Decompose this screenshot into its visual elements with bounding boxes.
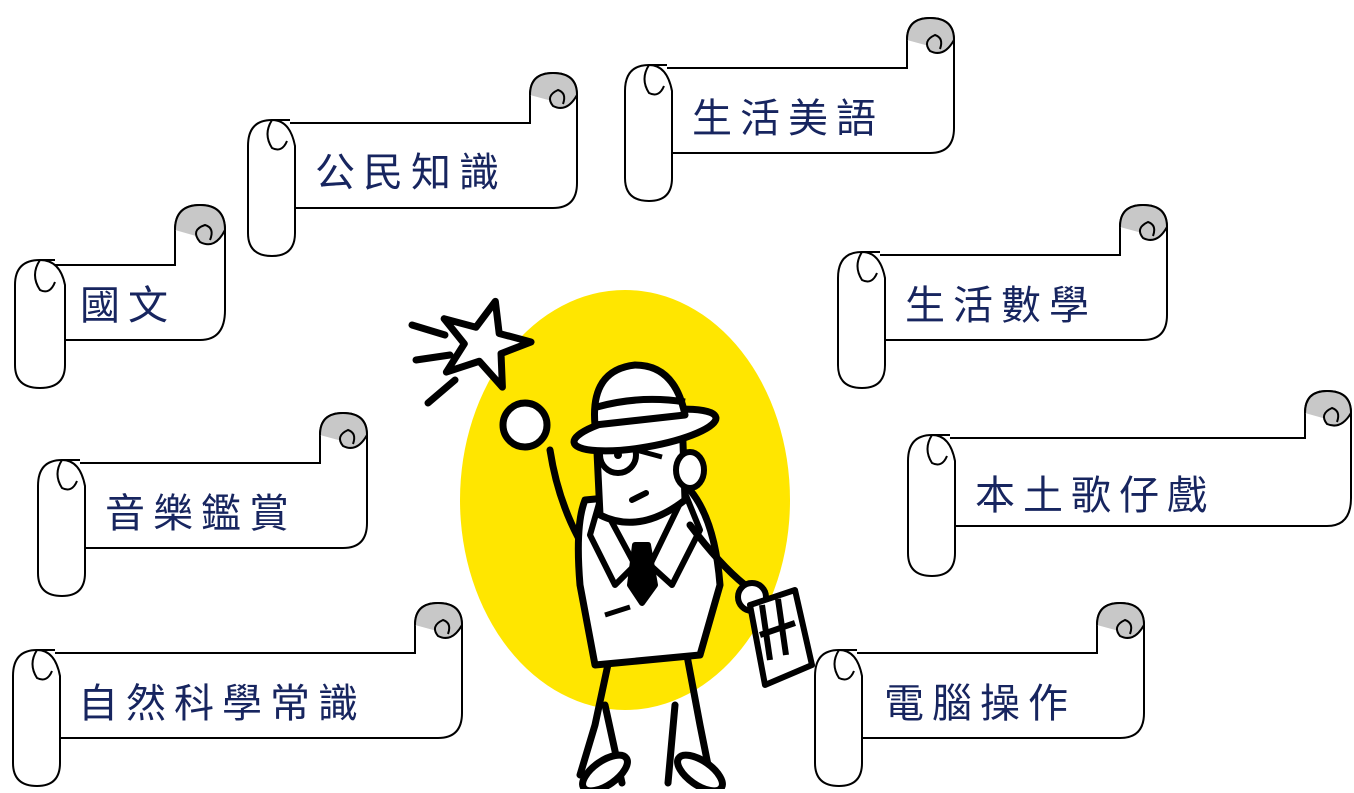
scroll-yinyue[interactable]: 音樂鑑賞 xyxy=(35,408,370,598)
hat-icon xyxy=(570,361,720,455)
scroll-banner-icon xyxy=(814,601,1146,788)
scroll-banner-icon xyxy=(837,203,1169,390)
scroll-banner-icon xyxy=(12,601,464,788)
scroll-banner-icon xyxy=(37,411,369,598)
scroll-label: 國文 xyxy=(80,283,176,329)
scroll-label: 本土歌仔戲 xyxy=(975,473,1215,519)
scroll-banner-icon xyxy=(247,71,579,258)
star-icon xyxy=(440,297,535,391)
scroll-gongmin[interactable]: 公民知識 xyxy=(245,68,580,258)
raised-fist xyxy=(499,399,551,451)
scroll-label: 公民知識 xyxy=(315,150,507,196)
scroll-banner-icon xyxy=(624,16,956,203)
scroll-guowen[interactable]: 國文 xyxy=(10,200,228,390)
shine-lines xyxy=(408,321,459,407)
scroll-ziran[interactable]: 自然科學常識 xyxy=(10,598,465,788)
briefcase-icon xyxy=(747,587,815,688)
scroll-diannao[interactable]: 電腦操作 xyxy=(812,598,1147,788)
scroll-label: 自然科學常識 xyxy=(78,681,366,727)
scroll-banner-icon xyxy=(907,389,1353,578)
scroll-label: 電腦操作 xyxy=(884,681,1076,727)
detective-illustration xyxy=(400,285,880,793)
scroll-shuxue[interactable]: 生活數學 xyxy=(835,200,1170,390)
scroll-label: 音樂鑑賞 xyxy=(105,491,297,537)
scroll-label: 生活數學 xyxy=(905,283,1097,329)
scroll-meiyu[interactable]: 生活美語 xyxy=(622,13,957,203)
scroll-banner-icon xyxy=(14,203,227,390)
scroll-gezaixi[interactable]: 本土歌仔戲 xyxy=(905,388,1353,578)
scroll-label: 生活美語 xyxy=(692,96,884,142)
